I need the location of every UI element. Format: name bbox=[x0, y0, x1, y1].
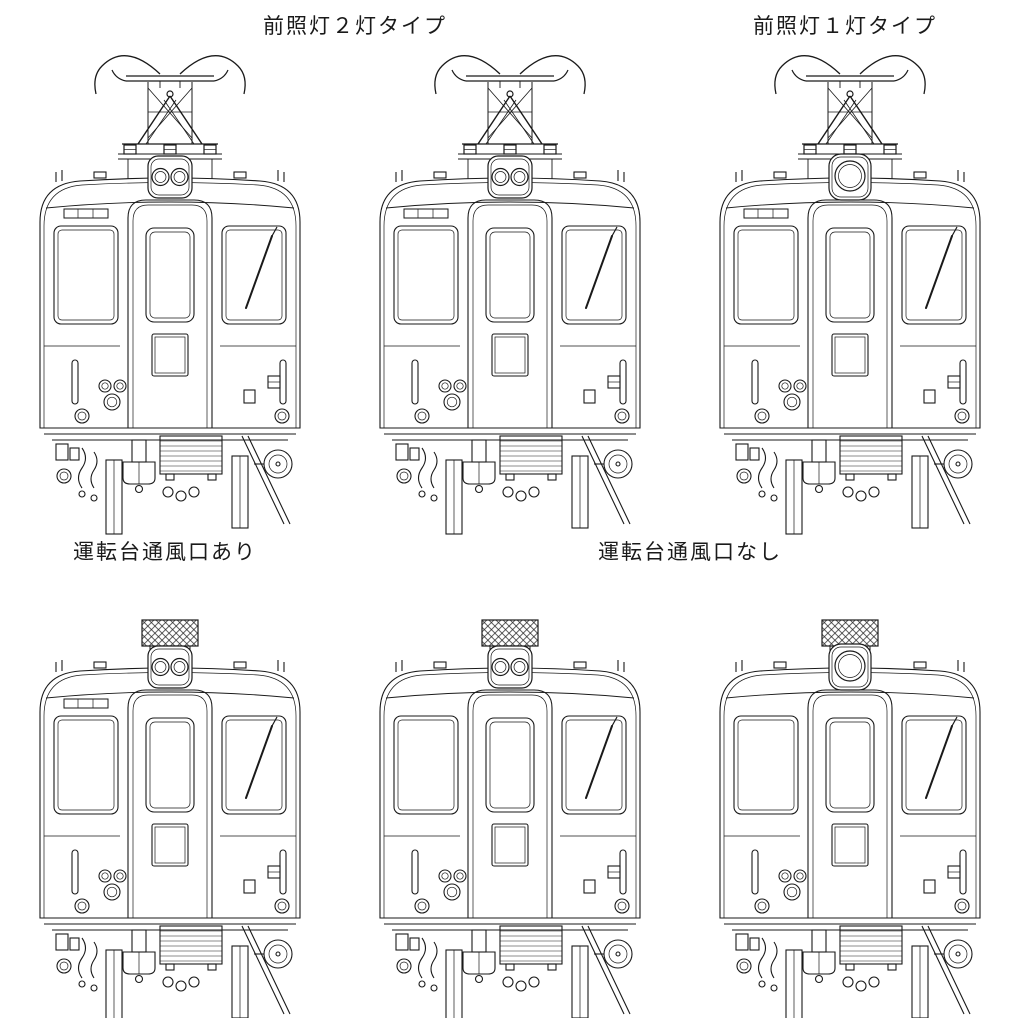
label-cab-vent-absent: 運転台通風口なし bbox=[598, 540, 782, 564]
train-diagram-top-center bbox=[350, 30, 670, 535]
train-diagram-bottom-center bbox=[350, 612, 670, 1018]
train-front-drawing bbox=[39, 619, 301, 1018]
train-diagram-bottom-left bbox=[10, 612, 330, 1018]
train-front-drawing bbox=[379, 55, 641, 535]
label-headlight-two-type: 前照灯２灯タイプ bbox=[263, 14, 447, 38]
train-diagram-top-right bbox=[690, 30, 1010, 535]
train-front-drawing bbox=[719, 619, 981, 1018]
train-front-drawing bbox=[379, 619, 641, 1018]
train-diagram-top-left bbox=[10, 30, 330, 535]
train-front-drawing bbox=[719, 55, 981, 535]
label-headlight-one-type: 前照灯１灯タイプ bbox=[753, 14, 937, 38]
label-cab-vent-present: 運転台通風口あり bbox=[73, 540, 257, 564]
train-front-drawing bbox=[39, 55, 301, 535]
train-diagram-bottom-right bbox=[690, 612, 1010, 1018]
